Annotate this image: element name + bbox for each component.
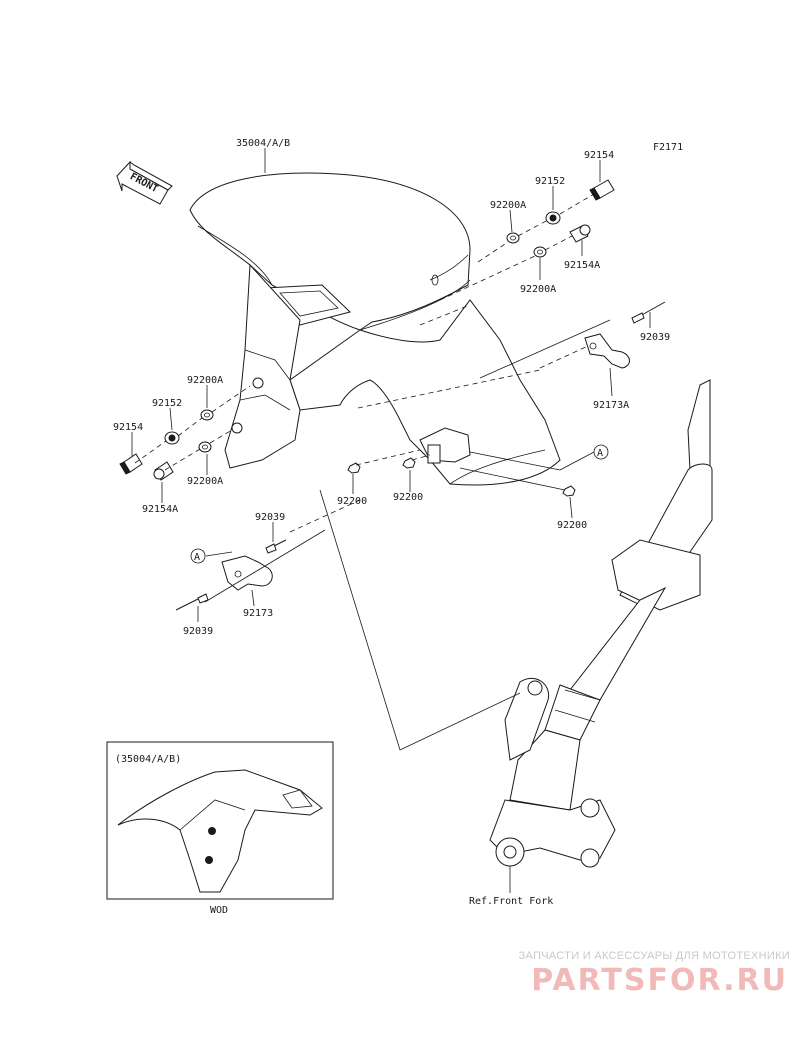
screw-92039-left-1	[265, 539, 287, 554]
callout-92200-3: 92200	[557, 520, 587, 531]
inset-box: (35004/A/B) WOD	[106, 741, 334, 916]
clamp-92173	[221, 555, 273, 591]
screw-92039-left-2	[175, 593, 209, 611]
inset-fender	[117, 769, 323, 893]
marker-a-right-text: A	[597, 448, 603, 459]
bolt-92154A-left	[153, 461, 174, 481]
inset-title: (35004/A/B)	[115, 754, 181, 765]
bolt-92154A-right	[569, 224, 591, 243]
axis-lines	[204, 319, 611, 603]
callout-92173: 92173	[243, 608, 273, 619]
screw-92039-right	[631, 301, 666, 324]
callout-92173A: 92173A	[593, 400, 629, 411]
callout-92200A-right-1: 92200A	[490, 200, 526, 211]
collar-92152-right	[545, 211, 561, 225]
front-fender	[189, 172, 561, 486]
callout-92154-right: 92154	[584, 150, 614, 161]
callout-92154A-right: 92154A	[564, 260, 600, 271]
assembly-dashes	[134, 193, 595, 533]
callout-92200-1: 92200	[337, 496, 367, 507]
nut-92200-2	[402, 457, 416, 469]
callout-92152-left: 92152	[152, 398, 182, 409]
watermark-tagline: ЗАПЧАСТИ И АКСЕССУАРЫ ДЛЯ МОТОТЕХНИКИ	[518, 950, 790, 962]
callout-92154A-left: 92154A	[142, 504, 178, 515]
leader-lines	[131, 148, 651, 893]
nut-92200-3	[562, 485, 576, 497]
callout-labels: 35004/A/B 92154 92152 92200A 92154A 9220…	[113, 138, 670, 907]
inset-caption: WOD	[210, 905, 228, 916]
callout-92039-right: 92039	[640, 332, 670, 343]
collar-92152-left	[164, 431, 180, 445]
marker-a-left-text: A	[194, 552, 200, 563]
callout-92200A-left-1: 92200A	[187, 375, 223, 386]
callout-92154-left: 92154	[113, 422, 143, 433]
washer-92200A-right-1	[506, 232, 520, 244]
clamp-92173A	[584, 333, 630, 369]
callout-92200A-right-2: 92200A	[520, 284, 556, 295]
diagram-code: F2171	[653, 142, 683, 153]
callout-92152-right: 92152	[535, 176, 565, 187]
nut-92200-1	[347, 462, 361, 474]
marker-a-left: A	[190, 548, 206, 564]
watermark-logo: PARTSFOR.RU	[531, 963, 788, 998]
callout-92039-left-2: 92039	[183, 626, 213, 637]
washer-92200A-right-2	[533, 246, 547, 258]
callout-92200-2: 92200	[393, 492, 423, 503]
front-fork	[489, 379, 713, 868]
washer-92200A-left-1	[200, 409, 214, 421]
callout-92200A-left-2: 92200A	[187, 476, 223, 487]
bolt-92154-right	[589, 179, 615, 201]
callout-35004: 35004/A/B	[236, 138, 290, 149]
callout-92039-left-1: 92039	[255, 512, 285, 523]
washer-92200A-left-2	[198, 441, 212, 453]
marker-a-right: A	[593, 444, 609, 460]
front-direction-arrow: FRONT	[116, 160, 173, 205]
bolt-92154-left	[119, 453, 143, 475]
callout-ref-front-fork: Ref.Front Fork	[469, 896, 553, 907]
